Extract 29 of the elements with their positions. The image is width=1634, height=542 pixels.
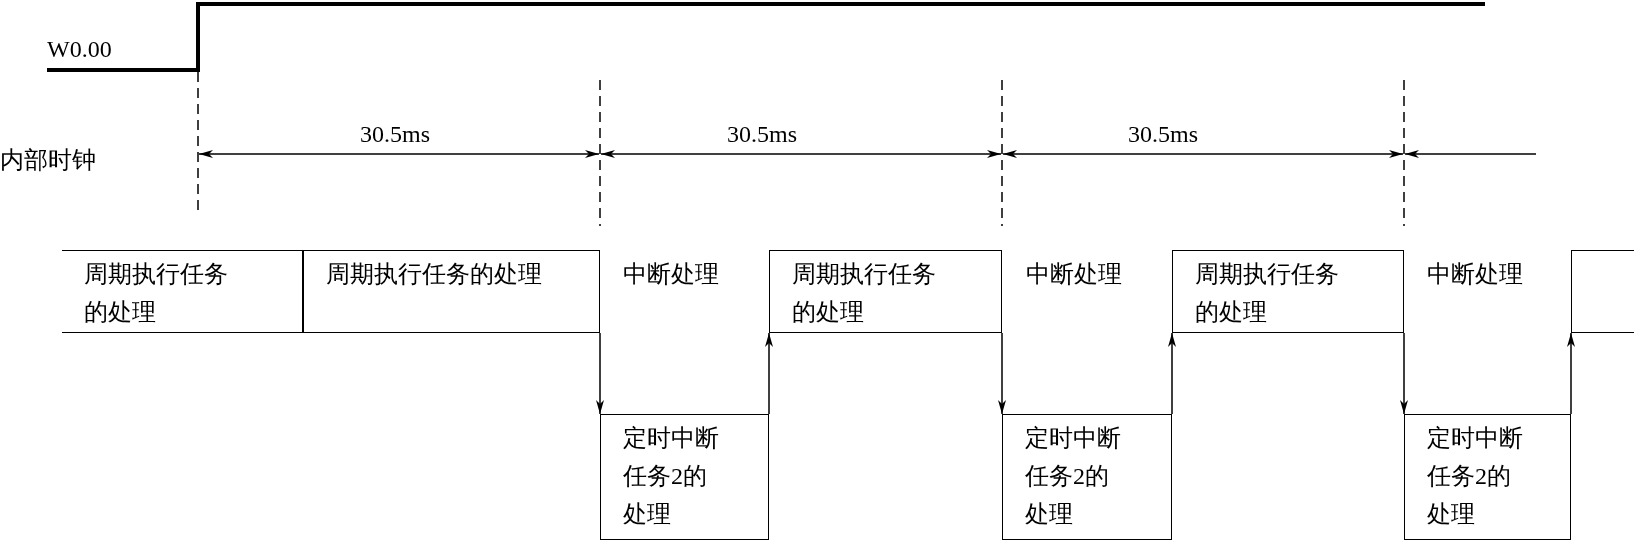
process-box <box>1404 414 1571 540</box>
arrow <box>1400 332 1408 415</box>
box-label: 定时中断任务2的处理 <box>623 424 720 529</box>
box-label: 周期执行任务的处理 <box>792 260 937 327</box>
box-label: 定时中断任务2的处理 <box>1427 424 1524 529</box>
process-box <box>1002 414 1172 540</box>
arrow <box>1168 332 1176 415</box>
text-label: 30.5ms <box>1128 120 1198 149</box>
text-label: W0.00 <box>47 35 112 64</box>
arrow <box>998 332 1006 415</box>
arrow <box>596 332 604 415</box>
empty-box <box>1571 250 1634 333</box>
box-label: 周期执行任务的处理 <box>326 260 543 289</box>
text-label: 中断处理 <box>1427 260 1523 289</box>
box-label: 周期执行任务的处理 <box>84 260 229 327</box>
process-box <box>1172 250 1404 333</box>
arrow <box>1567 332 1575 415</box>
process-box <box>303 250 600 333</box>
arrow <box>765 332 773 415</box>
text-label: 中断处理 <box>1026 260 1122 289</box>
box-label: 周期执行任务的处理 <box>1195 260 1340 327</box>
process-box <box>62 250 303 333</box>
text-label: 中断处理 <box>623 260 719 289</box>
text-label: 内部时钟 <box>0 146 96 175</box>
text-label: 30.5ms <box>727 120 797 149</box>
text-label: 30.5ms <box>360 120 430 149</box>
process-box <box>769 250 1002 333</box>
box-label: 定时中断任务2的处理 <box>1025 424 1122 529</box>
process-box <box>600 414 769 540</box>
